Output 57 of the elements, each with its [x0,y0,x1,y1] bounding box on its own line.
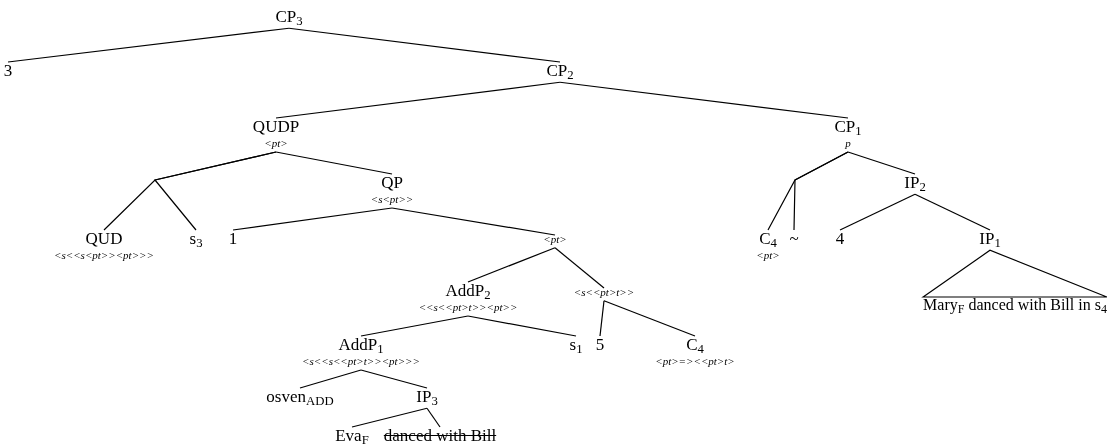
node-label: s$_{1}$ [569,334,583,356]
type-annotation: <s<<pt>t>> [573,286,635,300]
tree-branch [914,193,991,231]
type-annotation: <pt> [756,249,780,263]
node-label: 1 [228,228,238,250]
node-label: C$_{4}$ [686,334,704,356]
type-annotation: <pt> [264,137,288,151]
tree-branch [391,207,556,236]
tree-branch [153,151,277,231]
node-label: CP$_{1}$ [834,116,862,138]
tree-branch [467,315,577,337]
node-label: s$_{3}$ [189,228,203,250]
tree-branch [232,207,393,231]
tree-branch [275,81,561,119]
node-label: 3 [3,60,13,82]
type-annotation: <pt>=><<pt>t> [655,355,735,369]
node-label: QUD [85,228,123,250]
type-annotation: <s<<s<pt>><pt>>> [54,249,154,263]
type-annotation: p [845,137,851,151]
node-label: C$_{4}$ [759,228,777,250]
tree-branch [603,300,696,337]
tree-branch [360,369,428,389]
tree-branch [599,300,605,337]
tree-branch [554,247,605,289]
tree-branch [559,81,849,119]
node-label: osven$_{ADD}$ [266,386,334,408]
tree-branch [351,407,428,428]
node-label: AddP$_{2}$ [445,280,491,302]
tree-branch [7,27,290,63]
node-label: 5 [595,334,605,356]
node-label: 4 [835,228,845,250]
tree-branch [839,193,916,231]
node-label: CP$_{3}$ [275,6,303,28]
node-label: QUDP [252,116,300,138]
node-label: AddP$_{1}$ [338,334,384,356]
type-annotation: <<s<<pt>t>><pt>> [418,301,518,315]
node-label: Mary$_{F}$ danced with Bill in s$_{4}$ [923,295,1107,315]
node-label: IP$_{3}$ [416,386,438,408]
type-annotation: <s<pt>> [370,193,414,207]
tree-branch [467,247,556,283]
node-label: IP$_{2}$ [904,172,926,194]
node-label: Eva$_{F}$ [335,425,369,446]
tree-branch [360,315,469,337]
node-label: ~ [789,228,799,250]
tree-branch [288,27,561,63]
type-annotation: <s<<s<<pt>t>><pt>>> [302,355,420,369]
node-label: CP$_{2}$ [546,60,574,82]
node-label: IP$_{1}$ [979,228,1001,250]
tree-branch [275,151,393,175]
node-label: danced with Bill [383,425,497,446]
node-label: QP [381,172,403,194]
tree-branch [793,151,849,231]
tree-branch [426,407,441,428]
tree-branch [921,249,1108,298]
tree-branch [299,369,362,389]
tree-branch [847,151,916,175]
type-annotation: <pt> [543,233,567,247]
